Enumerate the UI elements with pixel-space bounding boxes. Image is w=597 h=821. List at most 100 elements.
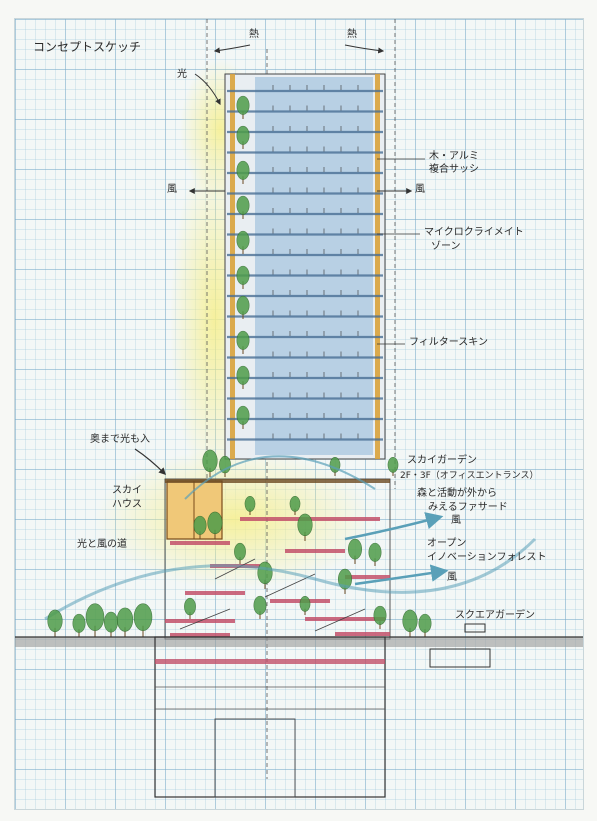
ground-tree xyxy=(103,611,119,637)
ground-tree xyxy=(47,609,63,637)
kiosk xyxy=(429,648,491,668)
podium-tree xyxy=(207,511,223,539)
ground-tree xyxy=(402,609,418,637)
podium-tree xyxy=(373,605,387,629)
podium-tree xyxy=(297,513,313,541)
podium-tree xyxy=(244,495,256,515)
podium-slab xyxy=(170,541,230,545)
podium-tree xyxy=(347,538,363,564)
podium-tree-crown xyxy=(373,605,387,625)
forest-facade-label-line2: みえるファサード xyxy=(428,502,508,513)
office-entrance-label: 2F・3F（オフィスエントランス） xyxy=(400,471,539,481)
concept-drawing xyxy=(15,19,583,798)
page-title: コンセプトスケッチ xyxy=(33,40,142,54)
bench xyxy=(464,623,486,633)
podium-tree-crown xyxy=(257,561,273,585)
square-garden-label: スクエアガーデン xyxy=(455,610,535,621)
podium-tree-crown xyxy=(244,495,256,512)
sash-label-line1: 木・アルミ xyxy=(429,151,479,162)
wind-label-mid: 風 xyxy=(451,515,461,526)
podium-slab xyxy=(335,632,390,636)
podium-slab xyxy=(285,549,345,553)
heat-label-right: 熱 xyxy=(347,29,357,40)
sketch-sheet: コンセプトスケッチ 熱 熱 光 風 風 木・アルミ 複合サッシ マイクロクライメ… xyxy=(14,18,584,810)
light-arrow-deep xyxy=(134,448,167,476)
balcony-tree-crown xyxy=(236,265,250,285)
podium-tree-crown xyxy=(289,495,301,512)
balcony-tree xyxy=(236,195,250,219)
ground-tree-crown xyxy=(85,603,105,631)
filter-skin-label: フィルタースキン xyxy=(409,337,488,348)
podium-tree-crown xyxy=(184,597,196,616)
ground-tree xyxy=(133,603,153,637)
light-arrow-top xyxy=(194,73,221,106)
tower-floor-slabs xyxy=(227,85,383,441)
balcony-tree xyxy=(236,405,250,429)
podium-tree-crown xyxy=(207,511,223,535)
balcony-tree xyxy=(236,365,250,389)
podium-roof xyxy=(165,479,390,483)
balcony-tree-crown xyxy=(236,295,250,315)
balcony-tree-crown xyxy=(236,195,250,215)
wind-path-arc xyxy=(44,537,537,621)
balcony-tree xyxy=(236,125,250,149)
podium-slab xyxy=(185,591,245,595)
balcony-tree-crown xyxy=(236,405,250,425)
open-forest-label-line2: イノベーションフォレスト xyxy=(427,552,547,563)
ground-tree xyxy=(116,607,134,637)
balcony-tree-crown xyxy=(236,330,250,350)
podium-tree xyxy=(202,449,218,477)
tower-wood-left xyxy=(230,74,235,459)
podium-tree xyxy=(234,542,246,564)
sky-house-label-line2: ハウス xyxy=(112,499,142,510)
podium-tree-crown xyxy=(253,595,267,615)
sash-label-line2: 複合サッシ xyxy=(429,164,479,175)
podium-tree-crown xyxy=(297,513,313,537)
podium-tree-crown xyxy=(347,538,363,560)
basement-core xyxy=(214,718,296,798)
ground-tree-crown xyxy=(72,613,86,633)
balcony-tree-crown xyxy=(236,125,250,145)
balcony-tree xyxy=(236,160,250,184)
forest-facade-label-line1: 森と活動が外から xyxy=(417,488,497,499)
podium-tree-crown xyxy=(368,542,382,562)
podium-slabs xyxy=(165,479,390,637)
wind-label-left: 風 xyxy=(167,184,177,195)
wind-label-right: 風 xyxy=(415,184,425,195)
ground-trees xyxy=(47,603,432,637)
podium-tree xyxy=(337,568,353,594)
tower-glass xyxy=(255,77,373,455)
podium-slab xyxy=(310,517,380,521)
podium-tree xyxy=(253,595,267,619)
ground-tree-crown xyxy=(116,607,134,632)
balcony-tree xyxy=(236,230,250,254)
balcony-tree xyxy=(236,295,250,319)
balcony-tree-crown xyxy=(236,95,250,115)
balcony-tree xyxy=(236,265,250,289)
podium-slab xyxy=(240,517,310,521)
sky-garden-label: スカイガーデン xyxy=(407,455,477,466)
light-deep-label: 奥まで光も入 xyxy=(90,434,150,445)
balcony-tree xyxy=(236,95,250,119)
podium-tree-crown xyxy=(299,595,311,612)
podium-slab xyxy=(305,617,385,621)
ground-tree xyxy=(418,613,432,637)
ground-band xyxy=(15,637,583,647)
micro-climate-label-line1: マイクロクライメイト xyxy=(424,227,524,238)
podium-tree xyxy=(299,595,311,615)
podium-slab xyxy=(345,575,390,579)
podium-tree-crown xyxy=(202,449,218,473)
podium-tree xyxy=(289,495,301,515)
ground-tree-crown xyxy=(418,613,432,633)
wind-arrow-low xyxy=(354,564,449,586)
podium-tree xyxy=(387,456,399,476)
ground-tree-crown xyxy=(402,609,418,633)
ground-tree-crown xyxy=(103,611,119,633)
podium-stair xyxy=(214,558,256,580)
podium-stair xyxy=(179,608,231,630)
sky-house-label-line1: スカイ xyxy=(112,485,142,496)
heat-arrow-left xyxy=(213,44,251,54)
light-wind-path-label: 光と風の道 xyxy=(77,539,127,550)
heat-arrow-right xyxy=(344,44,385,54)
podium-slab xyxy=(170,633,230,637)
